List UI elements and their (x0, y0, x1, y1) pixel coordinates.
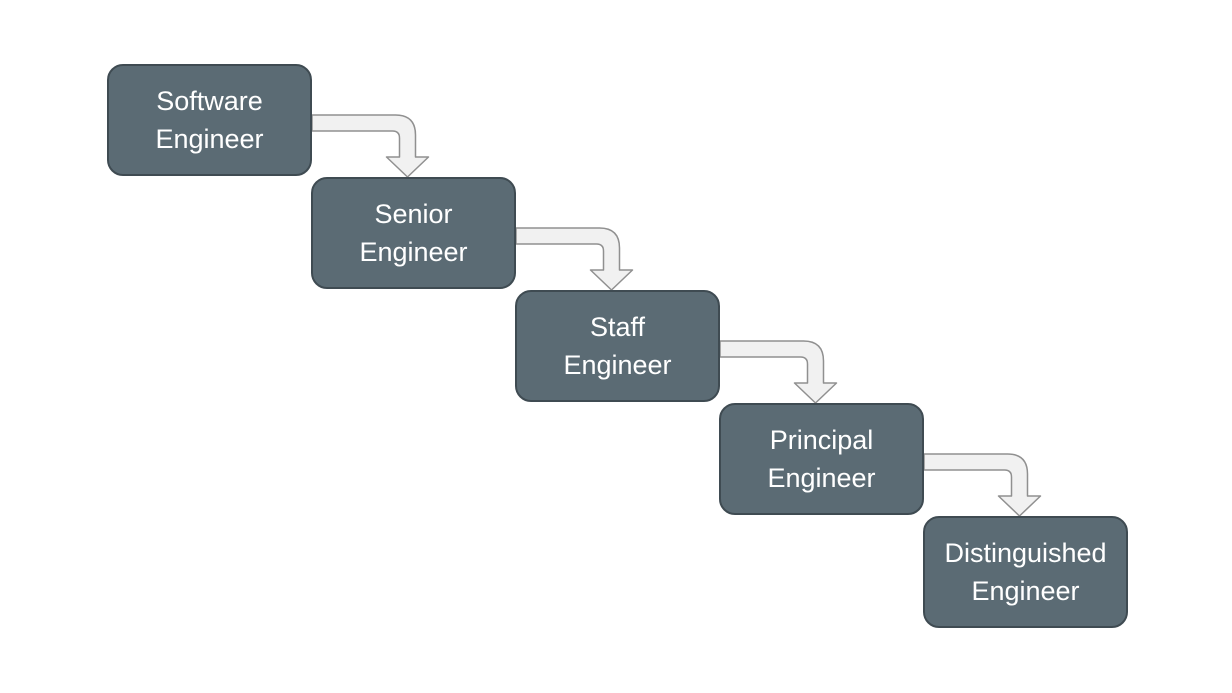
arrow-senior-engineer-to-staff-engineer (515, 227, 634, 291)
node-label-line: Staff (589, 312, 646, 342)
node-label-line: Software (156, 86, 263, 116)
node-software-engineer: Software Engineer (107, 64, 312, 176)
arrow-software-engineer-to-senior-engineer (311, 114, 430, 178)
node-label-line: Principal (769, 425, 874, 455)
node-distinguished-engineer: Distinguished Engineer (923, 516, 1128, 628)
node-label-line: Senior (374, 199, 453, 229)
node-senior-engineer: Senior Engineer (311, 177, 516, 289)
node-staff-engineer: Staff Engineer (515, 290, 720, 402)
node-label-line: Engineer (359, 237, 468, 267)
node-label-line: Distinguished (944, 538, 1107, 568)
node-principal-engineer: Principal Engineer (719, 403, 924, 515)
node-label-line: Engineer (767, 463, 876, 493)
arrow-principal-engineer-to-distinguished-engineer (923, 453, 1042, 517)
node-label-line: Engineer (971, 576, 1080, 606)
node-label-line: Engineer (155, 124, 264, 154)
arrow-staff-engineer-to-principal-engineer (719, 340, 838, 404)
node-label-line: Engineer (563, 350, 672, 380)
